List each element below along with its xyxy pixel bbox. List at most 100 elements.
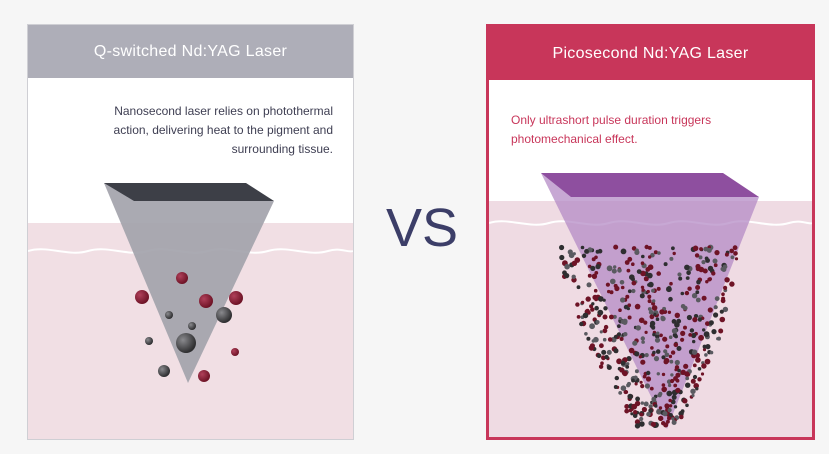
pigment-fragment [603,324,609,330]
pigment-fragment [705,258,710,263]
pigment-fragment [688,333,693,337]
pigment-fragment [594,271,599,275]
pigment-fragment [623,332,628,337]
pigment-fragment [606,349,612,355]
pigment-fragment [624,404,630,409]
pigment-fragment [698,334,704,341]
pigment-fragment [631,262,635,266]
pigment-fragment [607,337,613,342]
pigment-fragment [576,315,581,319]
pigment-fragment [722,306,729,313]
pigment-fragment [686,314,692,321]
pigment-fragment [723,285,728,290]
pigment-fragment [634,303,641,310]
pigment-fragment [683,325,687,330]
pigment-fragment [631,403,638,410]
pigment-fragment [631,288,636,294]
pigment-fragment [653,312,657,317]
pigment-fragment [655,349,661,354]
picosecond-panel: Picosecond Nd:YAG Laser Only ultrashort … [486,24,815,440]
pigment-fragment [684,371,690,377]
pigment-fragment [667,416,671,421]
picosecond-laser-diagram [489,173,812,429]
pigment-fragment [620,248,627,255]
pigment-fragment [641,406,647,413]
pigment-fragment [590,307,595,312]
pigment-fragment [597,309,604,316]
pigment-fragment [627,256,633,262]
pigment-fragment [650,421,656,427]
pigment-fragment [586,282,592,288]
pigment-fragment [670,378,675,384]
pigment-fragment [678,410,684,417]
pigment-fragment [668,398,672,403]
pigment-fragment [645,267,651,272]
pigment-fragment [705,344,711,350]
pigment-particles [559,244,739,429]
pigment-fragment [586,336,591,341]
pigment-fragment [590,265,596,271]
pigment-fragment [655,317,660,322]
pigment-fragment [641,288,645,292]
pigment-fragment [697,367,702,371]
pigment-fragment [658,406,663,410]
pigment-fragment [695,357,701,363]
pigment-fragment [651,396,657,402]
pigment-particle [198,370,210,382]
pigment-fragment [711,271,716,276]
pigment-fragment [691,332,697,339]
pigment-fragment [692,374,698,380]
pigment-fragment [594,305,599,311]
pigment-fragment [657,393,662,398]
pigment-fragment [662,411,668,417]
pigment-fragment [626,362,630,366]
pigment-fragment [644,330,648,334]
pigment-fragment [670,399,676,405]
laser-beam-cone [104,183,274,383]
pigment-fragment [713,312,719,318]
pigment-fragment [635,248,639,253]
pigment-fragment [619,280,625,285]
pigment-fragment [663,349,668,354]
pigment-fragment [712,258,718,264]
pigment-fragment [658,415,664,422]
pigment-fragment [580,300,585,305]
pigment-fragment [670,350,676,355]
pigment-fragment [655,334,660,339]
pigment-fragment [655,331,660,336]
pigment-fragment [594,255,598,260]
pigment-fragment [702,348,707,352]
pigment-fragment [709,350,714,355]
pigment-fragment [695,387,699,391]
pigment-fragment [609,314,614,320]
pigment-fragment [657,251,661,255]
pigment-fragment [680,330,686,336]
pigment-fragment [683,363,689,369]
pigment-fragment [677,368,681,373]
pigment-fragment [587,273,592,278]
pigment-fragment [636,269,642,274]
pigment-fragment [599,330,603,334]
pigment-fragment [602,328,608,334]
pigment-fragment [663,422,669,428]
pigment-fragment [620,285,625,290]
pigment-fragment [564,273,570,279]
pigment-fragment [659,309,665,315]
pigment-fragment [705,280,709,284]
pigment-fragment [662,336,668,342]
pigment-particle [216,307,232,323]
pigment-fragment [639,293,645,299]
pigment-fragment [653,356,660,362]
pigment-fragment [661,386,667,393]
pigment-fragment [644,353,649,358]
pigment-fragment [663,357,670,364]
pigment-fragment [640,359,646,365]
pigment-fragment [630,412,634,416]
pigment-fragment [729,281,735,287]
pigment-fragment [589,323,595,330]
pigment-fragment [613,265,617,269]
pigment-fragment [719,309,724,314]
pigment-fragment [627,289,632,294]
pigment-fragment [682,398,688,404]
pigment-fragment [644,383,650,389]
